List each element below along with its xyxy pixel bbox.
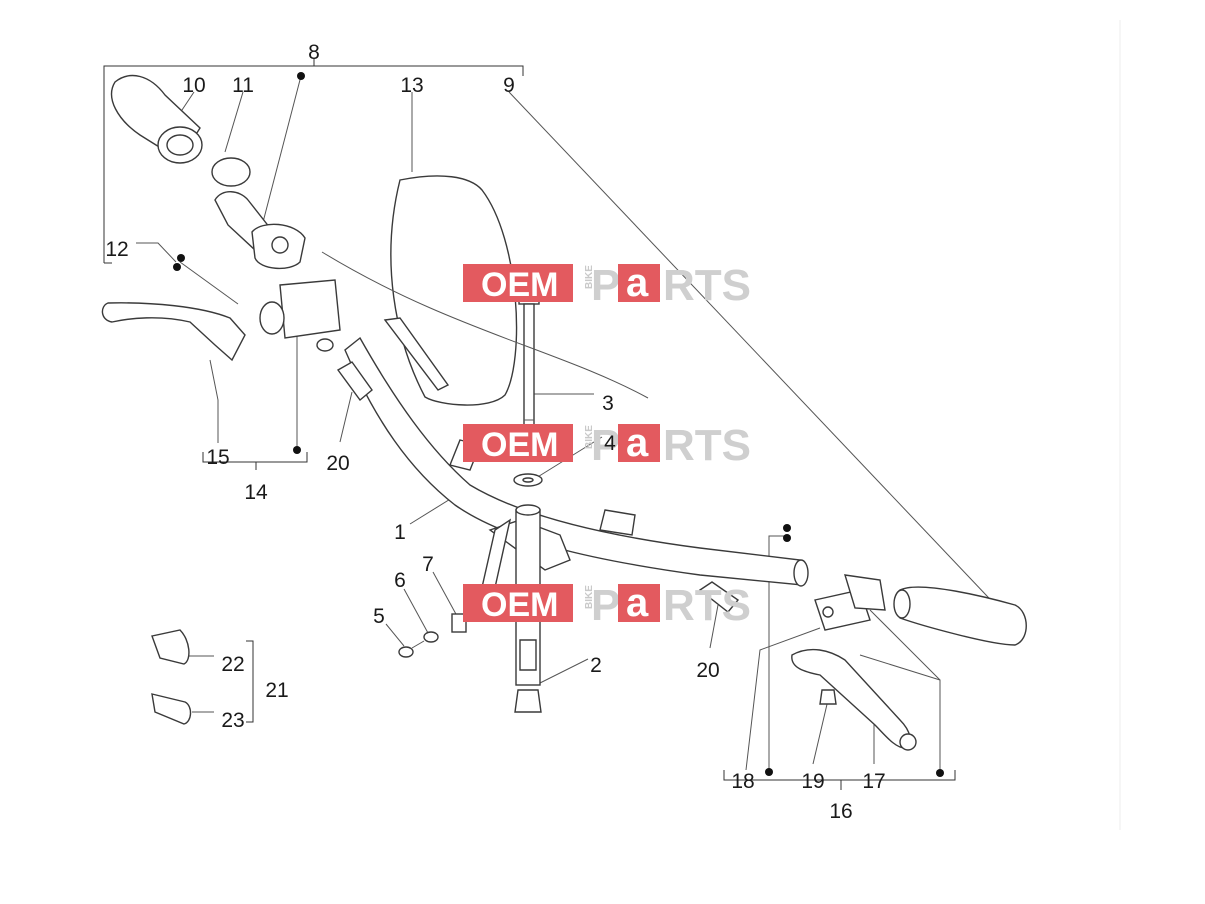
- watermark-a-text: a: [626, 421, 649, 465]
- watermark-bike-text: BIKE: [584, 425, 595, 449]
- cable-part: [390, 175, 518, 406]
- bracket-group-16: [723, 770, 956, 790]
- screw-small-part: [398, 640, 425, 658]
- right-grip-part: [893, 586, 1027, 646]
- watermark: OEM BIKE P a RTS: [463, 421, 751, 470]
- watermark-bike-text: BIKE: [584, 265, 595, 289]
- grip-cap-23-part: [151, 693, 192, 725]
- part-label-4: 4: [604, 432, 616, 455]
- part-label-15: 15: [206, 446, 229, 469]
- part-label-2: 2: [590, 654, 602, 677]
- part-label-18: 18: [731, 770, 754, 793]
- screw-part: [179, 261, 239, 305]
- part-label-9: 9: [503, 74, 515, 97]
- left-brake-lever-part: [101, 302, 246, 362]
- watermark-a-text: a: [626, 261, 649, 305]
- part-label-22: 22: [221, 653, 244, 676]
- watermark-p-text: P: [591, 261, 620, 310]
- part-label-5: 5: [373, 605, 385, 628]
- part-label-17: 17: [862, 770, 885, 793]
- part-label-3: 3: [602, 392, 614, 415]
- part-label-6: 6: [394, 569, 406, 592]
- watermark-a-text: a: [626, 581, 649, 625]
- watermark-rts-text: RTS: [663, 261, 751, 310]
- brake-master-cylinder-part: [259, 279, 341, 352]
- grip-cap-22-part: [151, 629, 190, 665]
- cable-sleeve: [383, 317, 450, 391]
- right-brake-lever-part: [791, 648, 917, 751]
- part-label-20: 20: [696, 659, 719, 682]
- right-lever-bracket-part: [814, 574, 886, 631]
- reference-dots: [173, 72, 944, 777]
- part-label-11: 11: [232, 74, 254, 97]
- bracket-group-8: [103, 58, 524, 264]
- part-label-10: 10: [182, 74, 205, 97]
- part-label-14: 14: [244, 481, 268, 504]
- nut-part: [514, 689, 542, 713]
- stop-switch-right-part: [698, 581, 740, 613]
- watermark-p-text: P: [591, 421, 620, 470]
- watermark-oem-text: OEM: [481, 426, 558, 464]
- bracket-group-21: [246, 640, 254, 723]
- part-label-13: 13: [400, 74, 423, 97]
- part-label-20: 20: [326, 452, 349, 475]
- part-label-19: 19: [801, 770, 824, 793]
- watermark-oem-text: OEM: [481, 266, 558, 304]
- throttle-cable: [321, 251, 649, 399]
- throttle-grip-part: [214, 191, 306, 269]
- watermark-oem-text: OEM: [481, 586, 558, 624]
- watermark-p-text: P: [591, 581, 620, 630]
- watermark-bike-text: BIKE: [584, 585, 595, 609]
- leader-lines: [136, 75, 1006, 771]
- spring-part: [819, 689, 837, 705]
- part-label-1: 1: [394, 521, 406, 544]
- stop-switch-left-part: [336, 361, 373, 402]
- part-label-7: 7: [422, 553, 434, 576]
- watermark: OEM BIKE P a RTS: [463, 261, 751, 310]
- part-label-16: 16: [829, 800, 852, 823]
- bracket-group-14: [202, 452, 308, 470]
- clip-part: [451, 613, 467, 633]
- watermark-rts-text: RTS: [663, 421, 751, 470]
- part-label-8: 8: [308, 41, 320, 64]
- part-label-21: 21: [265, 679, 288, 702]
- part-label-23: 23: [221, 709, 244, 732]
- washer-small-part: [423, 631, 439, 643]
- watermark-rts-text: RTS: [663, 581, 751, 630]
- part-label-12: 12: [105, 238, 128, 261]
- o-ring-part: [211, 157, 251, 187]
- watermark: OEM BIKE P a RTS: [463, 581, 751, 630]
- washer-part: [513, 473, 543, 487]
- left-grip-part: [110, 74, 203, 164]
